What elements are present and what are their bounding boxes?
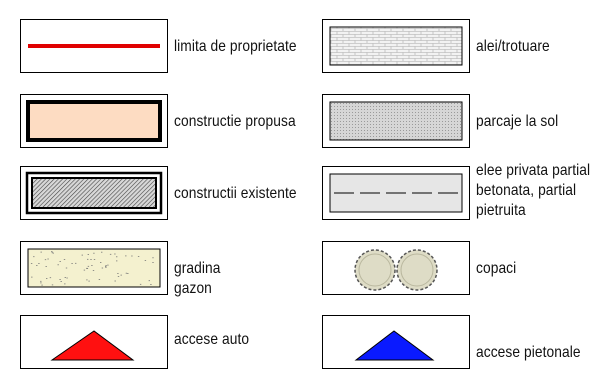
property-limit-swatch [20,19,168,73]
legend-label-proposed-construction: constructie propusa [174,113,296,130]
legend-label-garden: gradina gazon [174,260,221,297]
tree-icon [396,249,438,291]
garden-swatch [20,241,168,295]
pedestrian-access-triangle-icon [354,330,435,361]
legend-label-ground-parking: parcaje la sol [476,113,559,130]
legend-label-private-alley: elee privata partial betonata, partial p… [476,162,591,219]
tree-icon [354,249,396,291]
existing-construction-swatch [20,166,168,220]
paths-sidewalks-swatch [322,19,470,73]
pedestrian-access-swatch [322,315,470,369]
legend-label-pedestrian-access: accese pietonale [476,344,581,361]
legend-label-trees: copaci [476,260,517,277]
trees-swatch [322,241,470,295]
legend-label-car-access: accese auto [174,331,250,348]
legend-label-paths-sidewalks: alei/trotuare [476,38,550,55]
private-alley-swatch [322,166,470,220]
car-access-swatch [20,315,168,369]
proposed-construction-swatch [20,94,168,148]
ground-parking-swatch [322,94,470,148]
legend-label-existing-construction: constructii existente [174,185,297,202]
legend-label-property-limit: limita de proprietate [174,38,297,55]
car-access-triangle-icon [50,330,135,361]
